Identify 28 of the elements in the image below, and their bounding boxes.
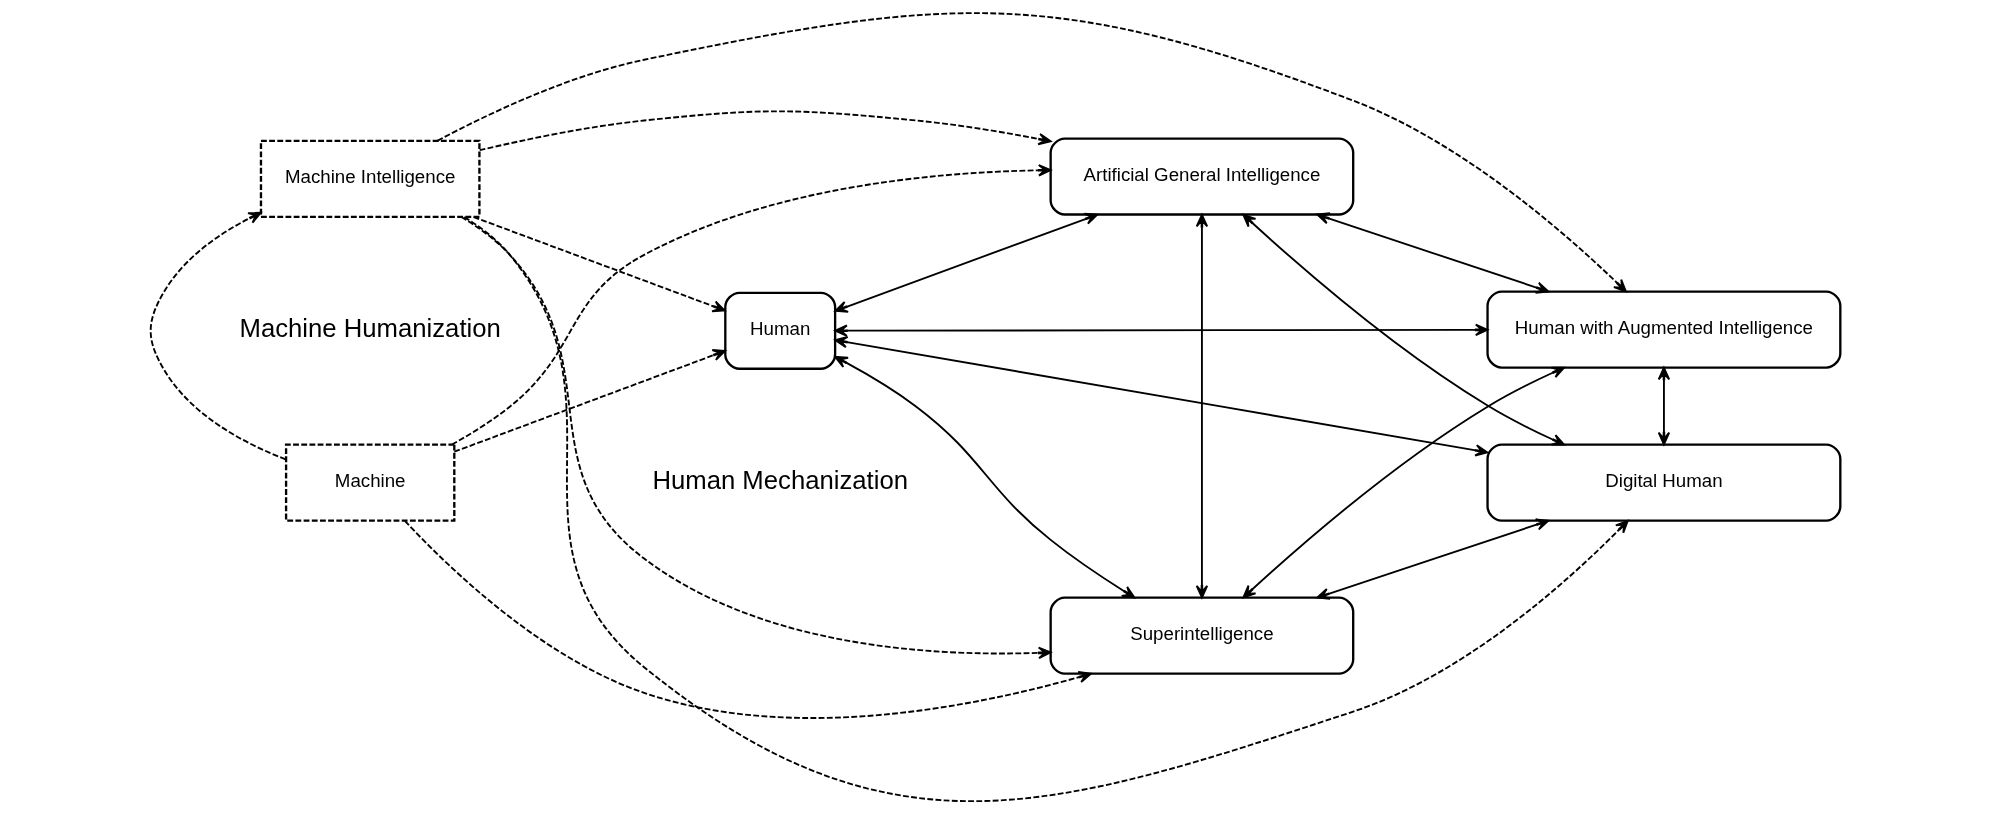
arrow	[1315, 212, 1549, 294]
arrow	[436, 12, 1627, 293]
arrow	[403, 520, 1092, 719]
node-box: Superintelligence	[1049, 596, 1354, 675]
arrow	[833, 323, 1488, 337]
arrow	[1657, 366, 1670, 446]
arrow	[459, 216, 1051, 660]
node-box: Machine Intelligence	[259, 139, 481, 219]
arrow	[1241, 213, 1565, 446]
label: Machine Humanization	[239, 314, 501, 343]
arrow	[833, 355, 1135, 599]
node-box: Human with Augmented Intelligence	[1485, 290, 1841, 369]
arrow	[452, 349, 726, 453]
arrow	[1315, 518, 1549, 600]
arrow	[472, 216, 726, 313]
node-box: Machine	[284, 443, 455, 522]
node-box: Digital Human	[1485, 443, 1841, 522]
arrow	[833, 212, 1098, 313]
arrow	[478, 110, 1052, 152]
node-box: Artificial General Intelligence	[1049, 137, 1354, 216]
arrow	[1241, 366, 1565, 599]
arrow	[1195, 213, 1208, 599]
node-box: Human	[723, 291, 836, 370]
label: Human Mechanization	[651, 466, 908, 495]
arrow	[450, 164, 1051, 446]
arrow	[149, 211, 286, 461]
arrow	[833, 335, 1488, 457]
arrow	[462, 216, 1629, 803]
